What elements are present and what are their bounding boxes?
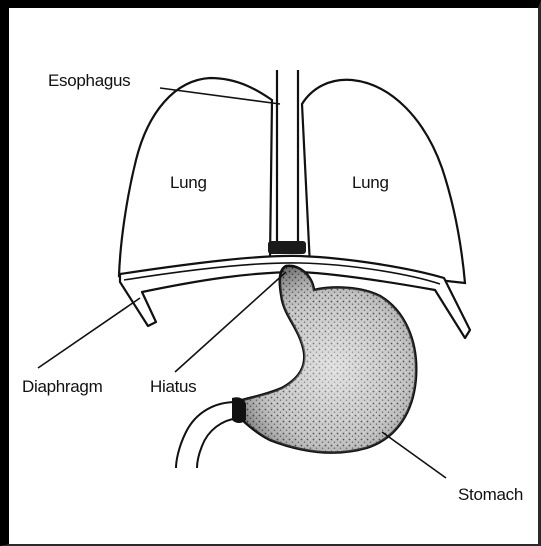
diaphragm-label: Diaphragm (22, 377, 103, 396)
esophagus-leader (160, 88, 280, 104)
hiatus-leader (175, 272, 286, 372)
esophagus-label: Esophagus (48, 71, 130, 90)
right-lung-label: Lung (352, 173, 389, 192)
left-lung-label: Lung (170, 173, 207, 192)
stomach-label: Stomach (458, 485, 523, 504)
pylorus (232, 397, 246, 423)
hiatus-label: Hiatus (150, 377, 196, 396)
duodenum (176, 402, 236, 468)
stomach-leader (382, 432, 446, 478)
hiatus-band (268, 241, 306, 254)
diaphragm-leader (38, 298, 140, 368)
